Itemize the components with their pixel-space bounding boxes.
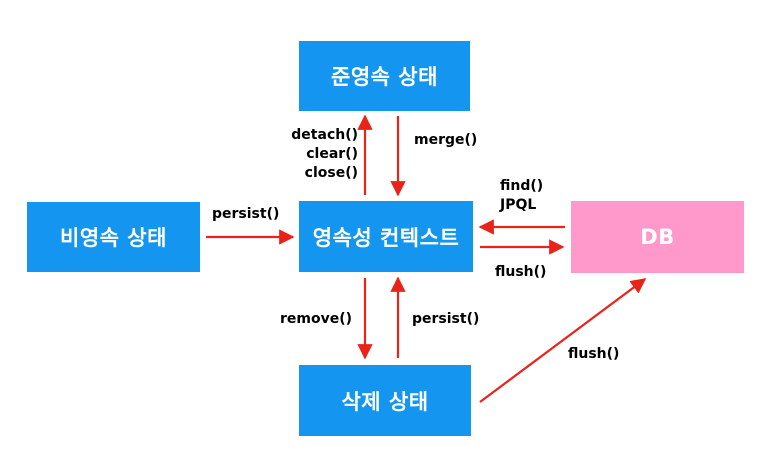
edge-label-jpql: JPQL — [500, 197, 537, 213]
edge-label-detach: detach() — [291, 127, 358, 143]
edge-label-find: find() — [500, 178, 544, 194]
node-persistence-context-label: 영속성 컨텍스트 — [312, 225, 460, 250]
node-detached-label: 준영속 상태 — [331, 65, 438, 89]
node-transient-label: 비영속 상태 — [60, 226, 167, 250]
edge-label-persist-removed: persist() — [412, 311, 480, 327]
node-removed: 삭제 상태 — [299, 365, 471, 436]
edge-label-close: close() — [304, 165, 358, 181]
node-removed-label: 삭제 상태 — [341, 389, 429, 414]
edge-label-merge: merge() — [414, 132, 478, 148]
node-detached: 준영속 상태 — [299, 41, 470, 111]
node-transient: 비영속 상태 — [27, 202, 200, 272]
node-db: DB — [571, 201, 744, 273]
arrow-flush-removed — [479, 278, 647, 403]
node-persistence-context: 영속성 컨텍스트 — [299, 201, 473, 272]
node-db-label: DB — [640, 225, 675, 249]
edge-label-flush-removed: flush() — [568, 346, 620, 362]
edge-label-persist-transient: persist() — [212, 206, 280, 222]
edge-label-remove: remove() — [279, 311, 352, 327]
edge-label-flush-context: flush() — [495, 264, 547, 280]
edge-label-clear: clear() — [306, 146, 358, 162]
